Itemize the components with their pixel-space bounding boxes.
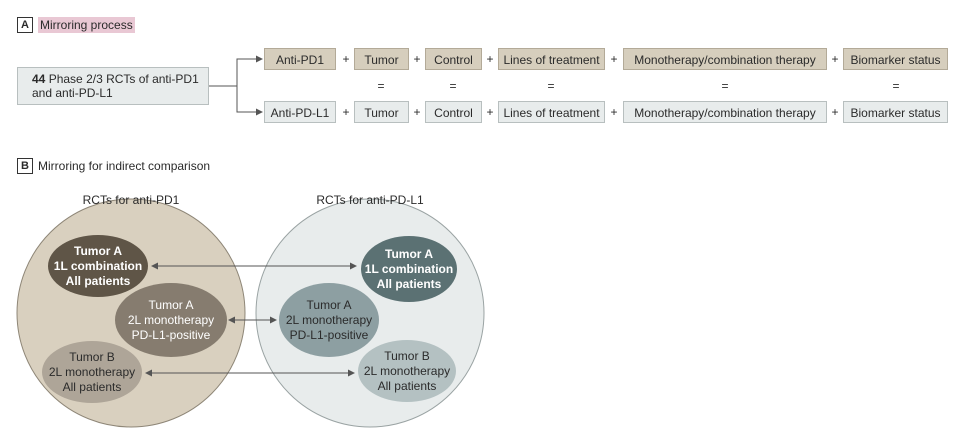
group-tumor: Tumor B bbox=[69, 349, 115, 364]
group-tumor: Tumor A bbox=[148, 297, 194, 312]
plus-sign: + bbox=[342, 105, 350, 119]
plus-sign: + bbox=[486, 52, 494, 66]
box-biomarker-status: Biomarker status bbox=[843, 48, 948, 70]
plus-sign: + bbox=[413, 52, 421, 66]
group-population: PD-L1-positive bbox=[289, 327, 369, 342]
group-population: All patients bbox=[65, 273, 131, 288]
plus-sign: + bbox=[610, 105, 618, 119]
equals-sign: = bbox=[892, 79, 900, 93]
plus-sign: + bbox=[610, 52, 618, 66]
box-control: Control bbox=[425, 48, 482, 70]
box-biomarker-status: Biomarker status bbox=[843, 101, 948, 123]
box-anti-pd-l1: Anti-PD-L1 bbox=[264, 101, 336, 123]
equals-sign: = bbox=[721, 79, 729, 93]
plus-sign: + bbox=[486, 105, 494, 119]
box-monotherapy-combination: Monotherapy/combination therapy bbox=[623, 48, 827, 70]
source-text-line2: and anti-PD-L1 bbox=[32, 86, 113, 100]
panel-a-letter: A bbox=[17, 17, 33, 33]
trial-count: 44 bbox=[32, 72, 46, 86]
plus-sign: + bbox=[831, 105, 839, 119]
anti-pd-l1-circle-label: RCTs for anti-PD-L1 bbox=[316, 193, 424, 207]
group-tumor: Tumor A bbox=[306, 297, 352, 312]
group-line-regimen: 1L combination bbox=[364, 261, 454, 276]
group-tumor-b-2l-monotherapy: Tumor B 2L monotherapy All patients bbox=[358, 340, 456, 402]
group-population: PD-L1-positive bbox=[131, 327, 211, 342]
source-box: 44 Phase 2/3 RCTs of anti-PD1 and anti-P… bbox=[17, 67, 209, 105]
group-population: All patients bbox=[376, 276, 442, 291]
connector-to-anti-pd1 bbox=[209, 55, 263, 87]
group-line-regimen: 2L monotherapy bbox=[48, 364, 136, 379]
group-population: All patients bbox=[62, 379, 122, 394]
panel-b-letter: B bbox=[17, 158, 33, 174]
plus-sign: + bbox=[831, 52, 839, 66]
group-tumor-a-1l-combination: Tumor A 1L combination All patients bbox=[48, 235, 148, 297]
box-tumor: Tumor bbox=[354, 48, 409, 70]
group-line-regimen: 2L monotherapy bbox=[363, 363, 451, 378]
box-anti-pd1: Anti-PD1 bbox=[264, 48, 336, 70]
box-monotherapy-combination: Monotherapy/combination therapy bbox=[623, 101, 827, 123]
panel-a-title: Mirroring process bbox=[38, 17, 135, 33]
group-tumor-a-1l-combination: Tumor A 1L combination All patients bbox=[361, 236, 457, 302]
group-tumor: Tumor A bbox=[385, 246, 433, 261]
panel-b-title: Mirroring for indirect comparison bbox=[38, 159, 211, 173]
anti-pd1-circle-label: RCTs for anti-PD1 bbox=[82, 193, 180, 207]
group-population: All patients bbox=[377, 378, 437, 393]
group-tumor-a-2l-monotherapy: Tumor A 2L monotherapy PD-L1-positive bbox=[115, 283, 227, 357]
box-lines-of-treatment: Lines of treatment bbox=[498, 101, 605, 123]
group-tumor: Tumor B bbox=[384, 348, 430, 363]
connector-to-anti-pd-l1 bbox=[236, 86, 263, 116]
plus-sign: + bbox=[342, 52, 350, 66]
equals-sign: = bbox=[377, 79, 385, 93]
plus-sign: + bbox=[413, 105, 421, 119]
group-tumor-a-2l-monotherapy: Tumor A 2L monotherapy PD-L1-positive bbox=[279, 283, 379, 357]
group-line-regimen: 1L combination bbox=[53, 258, 143, 273]
equals-sign: = bbox=[547, 79, 555, 93]
box-control: Control bbox=[425, 101, 482, 123]
group-line-regimen: 2L monotherapy bbox=[127, 312, 215, 327]
source-text-line1: Phase 2/3 RCTs of anti-PD1 bbox=[48, 72, 199, 86]
equals-sign: = bbox=[449, 79, 457, 93]
group-tumor: Tumor A bbox=[74, 243, 122, 258]
group-tumor-b-2l-monotherapy: Tumor B 2L monotherapy All patients bbox=[42, 341, 142, 403]
group-line-regimen: 2L monotherapy bbox=[285, 312, 373, 327]
box-tumor: Tumor bbox=[354, 101, 409, 123]
box-lines-of-treatment: Lines of treatment bbox=[498, 48, 605, 70]
